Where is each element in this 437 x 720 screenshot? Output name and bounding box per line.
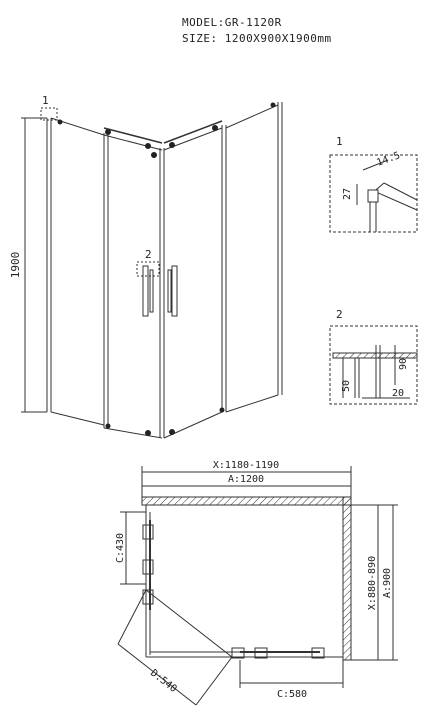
plan-top-dimensions (141, 466, 352, 497)
size-label: SIZE: 1200X900X1900mm (182, 32, 332, 45)
plan-bottom-dimension (239, 660, 344, 688)
detail-2-dim-a: 90 (398, 358, 409, 370)
detail-2-dim-c: 20 (392, 388, 404, 399)
detail-1-dim-a: 14.5 (375, 150, 401, 169)
elevation-view (40, 102, 283, 439)
plan-walls (141, 496, 352, 661)
detail-2-label: 2 (336, 308, 343, 321)
elevation-rollers (57, 102, 276, 436)
height-dimension (21, 117, 47, 413)
elevation-callout-1: 1 (42, 94, 49, 107)
model-label: MODEL:GR-1120R (182, 16, 282, 29)
plan-c-left: C:430 (115, 533, 126, 563)
elevation-callout-2: 2 (145, 248, 152, 261)
detail-2-dim-b: 50 (341, 380, 352, 392)
plan-diagonal-dimension (117, 589, 233, 706)
plan-right-dimensions (351, 504, 398, 661)
detail-2-box (329, 325, 418, 405)
plan-enclosure (142, 505, 343, 659)
plan-x-range: X:1180-1190 (213, 460, 279, 471)
detail-1-label: 1 (336, 135, 343, 148)
height-label: 1900 (9, 252, 22, 279)
detail-1-box (329, 154, 418, 233)
detail-1-dim-b: 27 (342, 188, 353, 200)
plan-y-range: X:880-890 (367, 556, 378, 610)
plan-c-bottom: C:580 (277, 689, 307, 700)
plan-a-width: A:1200 (228, 474, 264, 485)
plan-d-diag: D:540 (148, 668, 178, 695)
plan-left-dimension (120, 511, 146, 585)
plan-a-depth: A:900 (382, 568, 393, 598)
